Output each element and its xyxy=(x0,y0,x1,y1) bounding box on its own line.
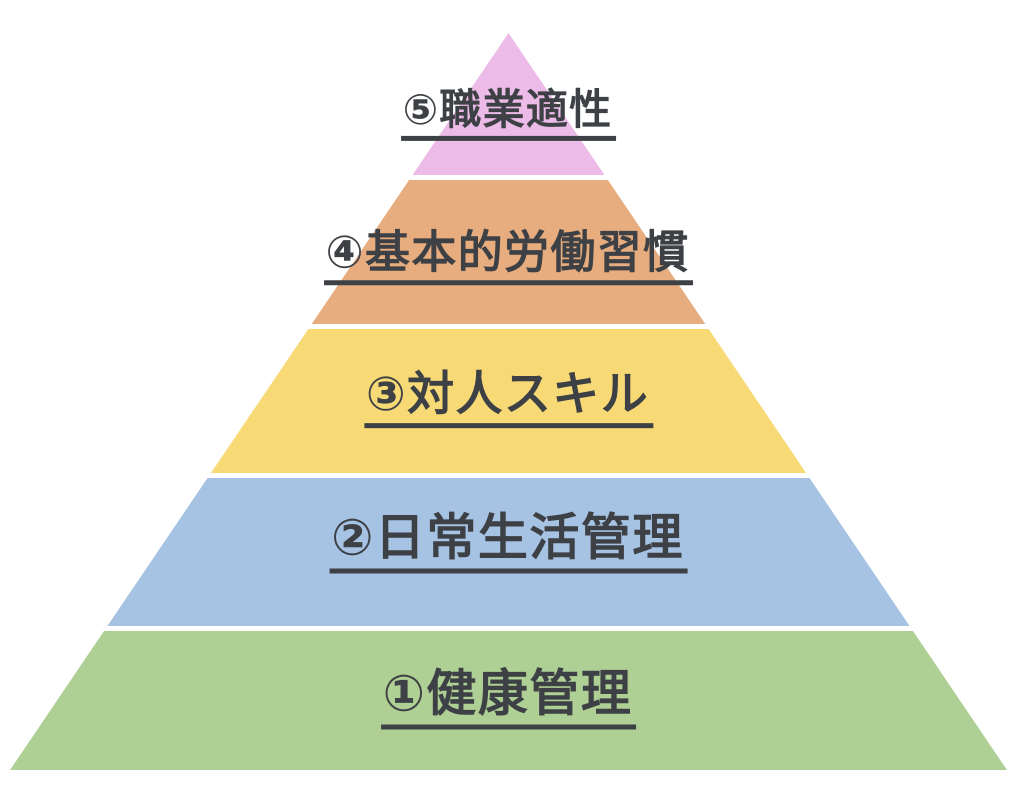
pyramid-level-1-text: ①健康管理 xyxy=(380,666,637,729)
pyramid-level-3-shape xyxy=(210,329,807,473)
pyramid-level-3-label: ③対人スキル xyxy=(363,368,654,428)
pyramid-level-2-text: ②日常生活管理 xyxy=(329,510,688,574)
pyramid-level-4-text: ④基本的労働習慣 xyxy=(323,227,694,285)
pyramid-level-5-label: ⑤職業適性 xyxy=(400,86,617,142)
pyramid-level-1-shape xyxy=(10,631,1007,770)
pyramid-level-5-text: ⑤職業適性 xyxy=(400,86,617,142)
pyramid-level-1-label: ①健康管理 xyxy=(380,666,637,729)
pyramid-level-2-label: ②日常生活管理 xyxy=(329,510,688,574)
pyramid-level-4-shape xyxy=(311,180,706,324)
pyramid-level-3-text: ③対人スキル xyxy=(363,368,654,428)
pyramid-level-4-label: ④基本的労働習慣 xyxy=(323,227,694,285)
pyramid-level-2-shape xyxy=(107,478,910,626)
